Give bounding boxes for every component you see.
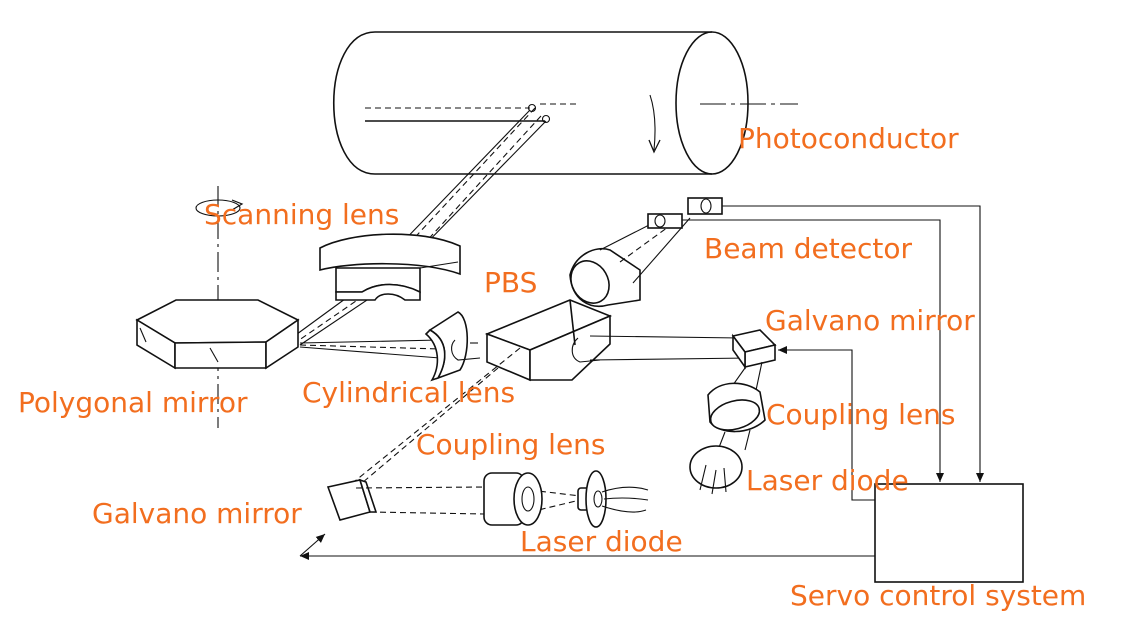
photoconductor-drum: [332, 31, 798, 175]
polygon-rotation-axis: [195, 186, 244, 428]
servo-control-box: [874, 483, 1024, 583]
galvano-mirror-left-shape: [326, 478, 378, 521]
label-galvano-mirror-right: Galvano mirror: [765, 304, 975, 337]
label-coupling-lens-left: Coupling lens: [416, 428, 606, 461]
label-pbs: PBS: [484, 266, 537, 299]
coupling-lens-upper: [569, 217, 691, 307]
label-galvano-mirror-left: Galvano mirror: [92, 497, 302, 530]
laser-diode-left-shape: [577, 470, 649, 528]
label-laser-diode-left: Laser diode: [520, 525, 683, 558]
scanning-lens: [319, 233, 461, 301]
label-scanning-lens: Scanning lens: [204, 198, 399, 231]
label-polygonal-mirror: Polygonal mirror: [18, 386, 248, 419]
left-branch-beam: [349, 347, 521, 486]
pbs-cube: [451, 299, 613, 382]
galvano-mirror-right-shape: [731, 329, 777, 370]
control-wiring: [299, 205, 984, 560]
laser-diode-right-shape: [689, 445, 743, 495]
polygon-input-beam: [299, 339, 441, 359]
label-photoconductor: Photoconductor: [738, 122, 959, 155]
label-beam-detector: Beam detector: [704, 232, 912, 265]
label-servo-control-system: Servo control system: [790, 579, 1086, 612]
label-coupling-lens-right: Coupling lens: [766, 398, 956, 431]
pbs-to-galvano-beam: [589, 335, 751, 361]
coupling-lens-right-shape: [707, 382, 766, 451]
label-laser-diode-right: Laser diode: [746, 464, 909, 497]
beam-detector: [647, 197, 723, 229]
label-cylindrical-lens: Cylindrical lens: [302, 376, 515, 409]
cylindrical-lens: [424, 311, 478, 382]
coupling-lens-left-shape: [483, 472, 543, 526]
lower-horizontal-beam: [355, 486, 581, 515]
polygonal-mirror: [135, 299, 300, 370]
